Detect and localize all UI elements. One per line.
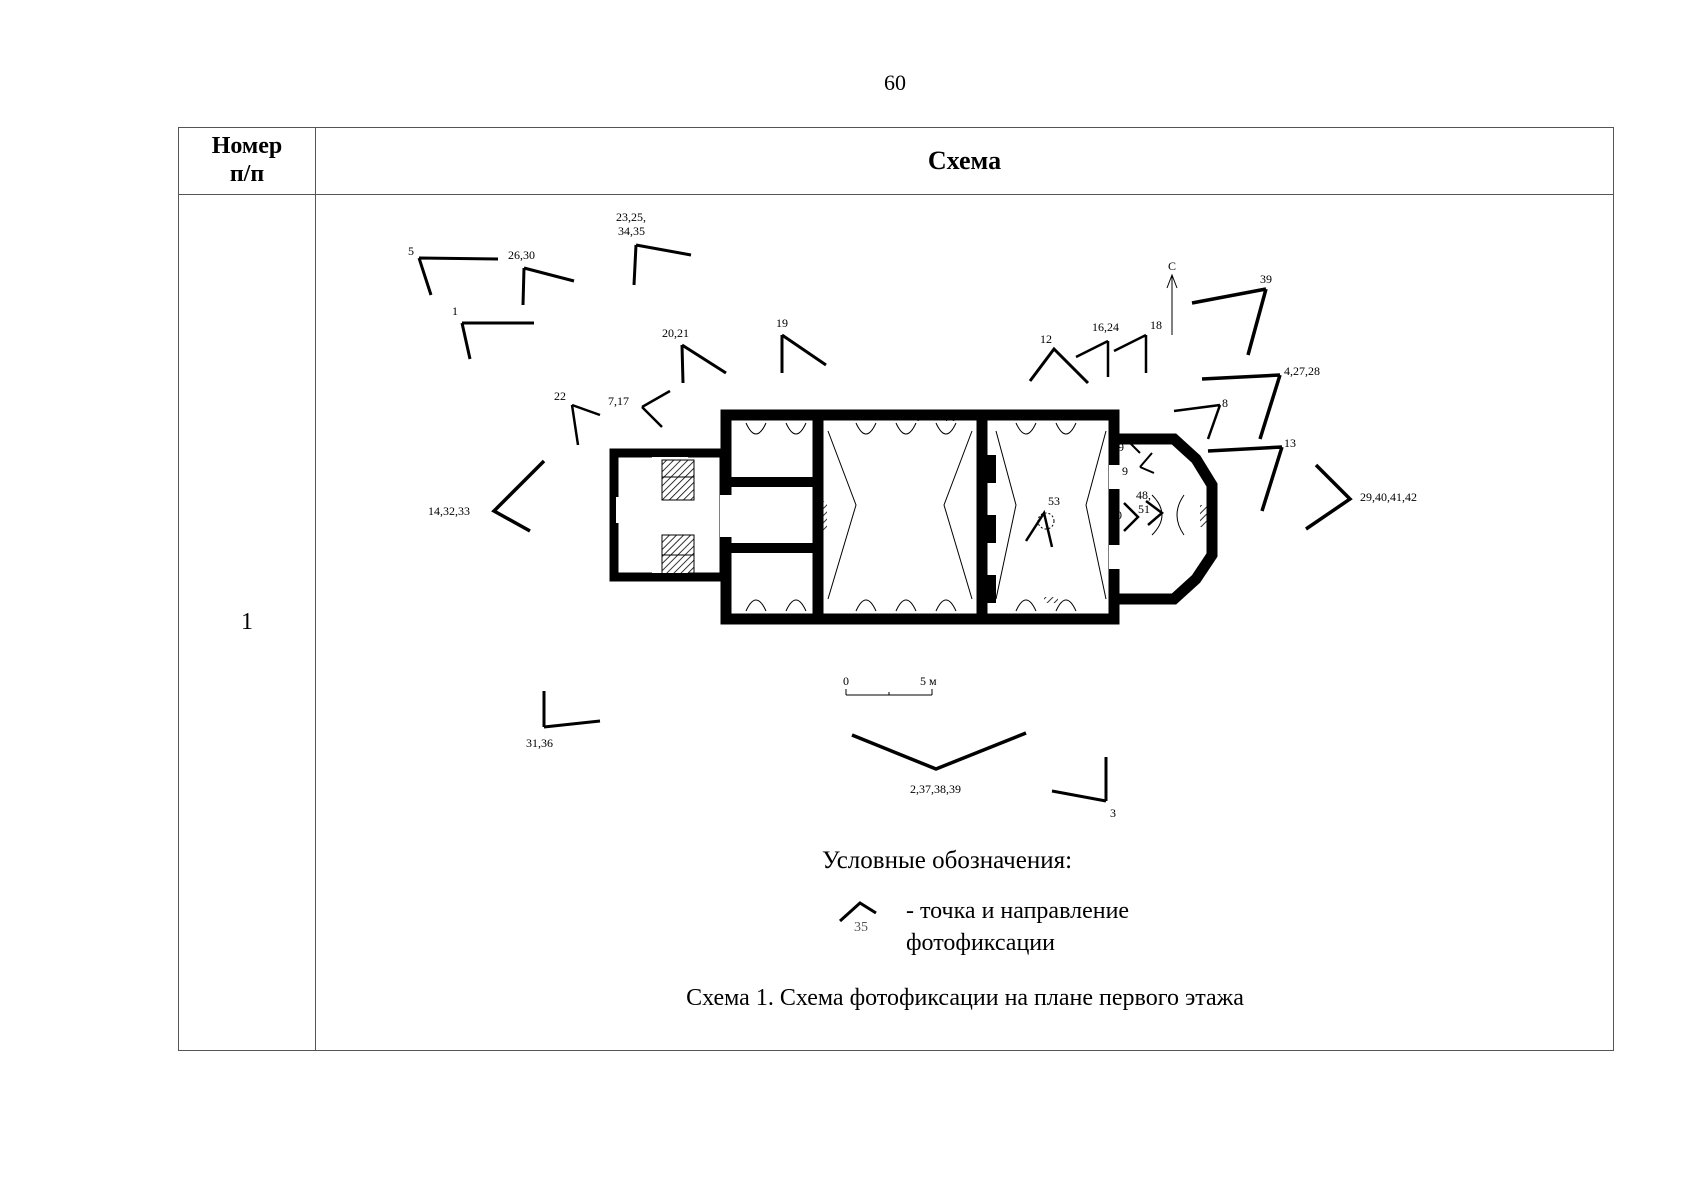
marker-1: 1 bbox=[452, 304, 534, 360]
refectory bbox=[976, 409, 1120, 625]
page-number: 60 bbox=[884, 70, 906, 95]
marker-13: 13 bbox=[1207, 436, 1296, 512]
marker-49: 49 bbox=[1112, 438, 1153, 454]
marker-7-17-label: 7,17 bbox=[608, 394, 629, 408]
marker-39-label: 39 bbox=[1260, 272, 1272, 286]
marker-4-27-28: 4,27,28 bbox=[1201, 364, 1320, 440]
table-row: 1 bbox=[178, 194, 1614, 1051]
marker-16-24-label: 16,24 bbox=[1092, 320, 1119, 334]
marker-3: 3 bbox=[1051, 757, 1116, 820]
marker-20-21: 20,21 bbox=[662, 326, 727, 384]
scheme-cell: С 0 5 м 5 26,30 bbox=[315, 194, 1614, 1051]
table-header-row: Номер п/п Схема bbox=[178, 127, 1614, 195]
legend-description: - точка и направление фотофиксации bbox=[906, 895, 1129, 959]
vestibule bbox=[720, 409, 824, 625]
marker-4-27-28-label: 4,27,28 bbox=[1284, 364, 1320, 378]
marker-16-24: 16,24 bbox=[1075, 320, 1119, 377]
legend-line-1: - точка и направление bbox=[906, 898, 1130, 924]
marker-23-25-34-35: 23,25, 34,35 bbox=[616, 210, 692, 286]
marker-39: 39 bbox=[1191, 272, 1272, 356]
legend-title: Условные обозначения: bbox=[822, 847, 1073, 874]
scale-zero: 0 bbox=[843, 674, 849, 688]
marker-53-label: 53 bbox=[1048, 494, 1060, 508]
marker-5: 5 bbox=[408, 244, 499, 296]
marker-5-label: 5 bbox=[408, 244, 414, 258]
marker-13-label: 13 bbox=[1284, 436, 1296, 450]
north-label: С bbox=[1168, 259, 1176, 273]
header-number: Номер п/п bbox=[178, 127, 316, 195]
marker-9-label: 9 bbox=[1122, 464, 1128, 478]
marker-31-36: 31,36 bbox=[526, 691, 601, 750]
marker-48-label: 48, bbox=[1136, 488, 1151, 502]
marker-26-30: 26,30 bbox=[508, 248, 575, 306]
marker-50: 50 bbox=[1110, 502, 1140, 532]
marker-34-35-label: 34,35 bbox=[618, 224, 645, 238]
marker-48-51: 48, 51 bbox=[1136, 488, 1164, 526]
marker-26-30-label: 26,30 bbox=[508, 248, 535, 262]
marker-8-label: 8 bbox=[1222, 396, 1228, 410]
marker-2-37-38-39: 2,37,38,39 bbox=[851, 731, 1027, 796]
marker-7-17: 7,17 bbox=[608, 389, 671, 428]
marker-29-40-41-42-label: 29,40,41,42 bbox=[1360, 490, 1417, 504]
marker-20-21-label: 20,21 bbox=[662, 326, 689, 340]
marker-8: 8 bbox=[1173, 396, 1228, 440]
marker-14-32-33: 14,32,33 bbox=[428, 459, 546, 533]
marker-22-label: 22 bbox=[554, 389, 566, 403]
marker-12: 12 bbox=[1028, 332, 1090, 385]
marker-23-25-label: 23,25, bbox=[616, 210, 646, 224]
marker-29-40-41-42: 29,40,41,42 bbox=[1305, 463, 1417, 531]
legend-marker-icon: 35 bbox=[838, 901, 877, 935]
scale-end: 5 м bbox=[920, 674, 937, 688]
marker-49-label: 49 bbox=[1112, 440, 1124, 454]
marker-19: 19 bbox=[776, 316, 827, 373]
marker-19-label: 19 bbox=[776, 316, 788, 330]
nave bbox=[812, 409, 988, 625]
marker-51-label: 51 bbox=[1138, 502, 1150, 516]
floor-plan-diagram: С 0 5 м 5 26,30 bbox=[408, 210, 1417, 820]
header-number-line1: Номер bbox=[211, 133, 283, 160]
north-arrow: С bbox=[1166, 259, 1178, 335]
marker-18-label: 18 bbox=[1150, 318, 1162, 332]
marker-22: 22 bbox=[554, 389, 601, 446]
marker-50-label: 50 bbox=[1110, 508, 1122, 522]
header-number-line2: п/п bbox=[229, 161, 265, 187]
scheme-table: Номер п/п Схема 1 bbox=[178, 127, 1614, 1051]
marker-3-label: 3 bbox=[1110, 806, 1116, 820]
scheme-caption: Схема 1. Схема фотофиксации на плане пер… bbox=[686, 985, 1244, 1011]
marker-9: 9 bbox=[1122, 452, 1155, 478]
altar-apse bbox=[1109, 433, 1218, 605]
scale-bar: 0 5 м bbox=[843, 674, 937, 696]
marker-53: 53 bbox=[1024, 494, 1060, 548]
marker-14-32-33-label: 14,32,33 bbox=[428, 504, 470, 518]
building-plan bbox=[609, 409, 1218, 625]
marker-18: 18 bbox=[1113, 318, 1162, 373]
legend-icon-label: 35 bbox=[854, 920, 868, 935]
header-scheme: Схема bbox=[315, 127, 1614, 195]
row-number: 1 bbox=[178, 194, 316, 1051]
legend-line-2: фотофиксации bbox=[906, 930, 1055, 956]
marker-1-label: 1 bbox=[452, 304, 458, 318]
marker-31-36-label: 31,36 bbox=[526, 736, 553, 750]
porch bbox=[609, 448, 729, 582]
marker-2-37-38-39-label: 2,37,38,39 bbox=[910, 782, 961, 796]
marker-12-label: 12 bbox=[1040, 332, 1052, 346]
